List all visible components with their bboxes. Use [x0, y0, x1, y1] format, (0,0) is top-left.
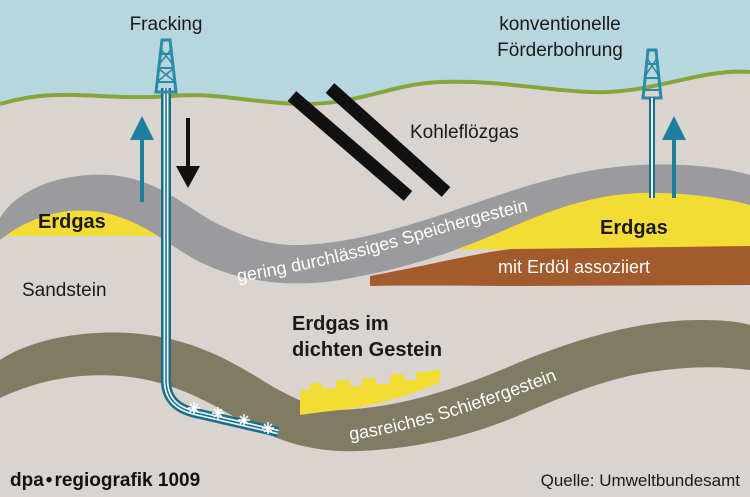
label-oil-associated: mit Erdöl assoziiert: [498, 257, 650, 277]
drilling-rig-icon: [641, 48, 663, 100]
label-tight-gas-line2: dichten Gestein: [292, 339, 442, 361]
label-conventional-line1: konventionelle: [499, 14, 620, 35]
label-gas-left: Erdgas: [38, 211, 106, 233]
label-gas-right: Erdgas: [600, 217, 668, 239]
drilling-rig-icon: [154, 38, 178, 94]
oil-layer: [370, 244, 750, 286]
fracking-wellbore-core: [165, 88, 279, 433]
sky: [0, 0, 750, 105]
label-tight-gas-line1: Erdgas im: [292, 313, 389, 335]
label-conventional-line2: Förderbohrung: [497, 40, 623, 61]
shale-band: [0, 320, 750, 452]
up-arrow-icon: [130, 116, 154, 202]
reservoir-rock-band: [0, 164, 750, 284]
source-credit: Quelle: Umweltbundesamt: [541, 471, 741, 490]
fracture-spark-icon: [188, 402, 274, 434]
up-arrow-icon: [662, 116, 686, 198]
down-arrow-icon: [176, 118, 200, 188]
label-fracking: Fracking: [130, 14, 203, 35]
grass-line: [0, 69, 750, 107]
tight-gas-blocks: [300, 370, 440, 415]
coal-seam-1: [287, 91, 413, 201]
label-sandstone: Sandstein: [22, 280, 107, 301]
gas-pocket-right: [440, 185, 750, 250]
coal-seams: [287, 83, 451, 201]
agency-logo: dpa•regiografik 1009: [10, 470, 200, 491]
label-coal-gas: Kohleflözgas: [410, 122, 519, 143]
coal-seam-2: [325, 83, 451, 197]
